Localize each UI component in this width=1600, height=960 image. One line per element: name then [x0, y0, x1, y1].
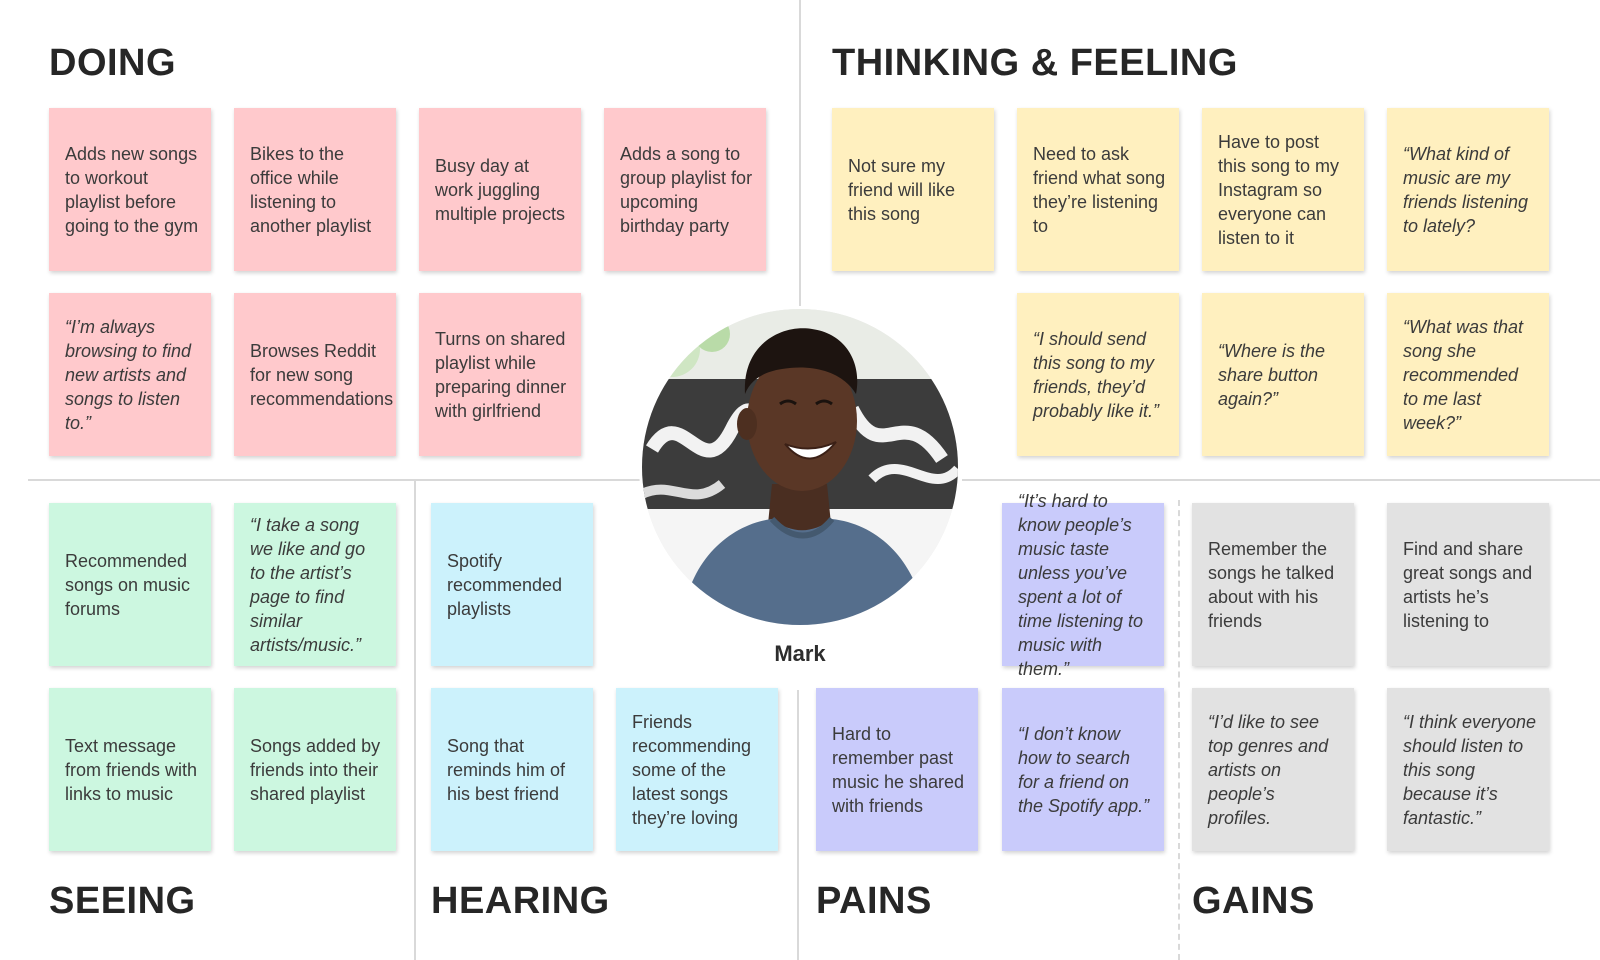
persona-photo [639, 306, 961, 628]
sticky-note-pains: Hard to remember past music he shared wi… [816, 688, 978, 851]
divider-hearing-pains [797, 690, 799, 960]
note-text: Spotify recommended playlists [447, 550, 563, 619]
note-text: “I’m always browsing to find new artists… [65, 316, 192, 433]
sticky-note-gains: Find and share great songs and artists h… [1387, 503, 1549, 666]
note-text: Friends recommending some of the latest … [632, 711, 752, 828]
sticky-note-thinking-feeling: “I should send this song to my friends, … [1017, 293, 1179, 456]
sticky-note-gains: “I’d like to see top genres and artists … [1192, 688, 1354, 851]
sticky-note-gains: Remember the songs he talked about with … [1192, 503, 1354, 666]
sticky-note-thinking-feeling: Have to post this song to my Instagram s… [1202, 108, 1364, 271]
note-text: Text message from friends with links to … [65, 735, 198, 804]
note-text: Song that reminds him of his best friend [447, 735, 566, 804]
sticky-note-doing: Turns on shared playlist while preparing… [419, 293, 581, 456]
note-text: “It’s hard to know people’s music taste … [1018, 490, 1144, 679]
note-text: Need to ask friend what song they’re lis… [1033, 143, 1166, 236]
heading-thinking-feeling: THINKING & FEELING [832, 42, 1238, 84]
sticky-note-doing: Adds a song to group playlist for upcomi… [604, 108, 766, 271]
note-text: “Where is the share button again?” [1218, 340, 1326, 409]
note-text: Find and share great songs and artists h… [1403, 538, 1533, 631]
sticky-note-doing: Bikes to the office while listening to a… [234, 108, 396, 271]
sticky-note-gains: “I think everyone should listen to this … [1387, 688, 1549, 851]
sticky-note-hearing: Spotify recommended playlists [431, 503, 593, 666]
sticky-note-pains: “I don’t know how to search for a friend… [1002, 688, 1164, 851]
note-text: “I think everyone should listen to this … [1403, 711, 1537, 828]
note-text: Bikes to the office while listening to a… [250, 143, 372, 236]
note-text: “I don’t know how to search for a friend… [1018, 723, 1150, 816]
persona-name: Mark [774, 641, 826, 666]
note-text: Not sure my friend will like this song [848, 155, 956, 224]
sticky-note-thinking-feeling: Need to ask friend what song they’re lis… [1017, 108, 1179, 271]
note-text: “I take a song we like and go to the art… [250, 514, 366, 655]
divider-horizontal-right [962, 479, 1600, 481]
note-text: Adds a song to group playlist for upcomi… [620, 143, 753, 236]
sticky-note-seeing: “I take a song we like and go to the art… [234, 503, 396, 666]
note-text: Turns on shared playlist while preparing… [435, 328, 567, 421]
heading-hearing: HEARING [431, 880, 610, 922]
sticky-note-seeing: Text message from friends with links to … [49, 688, 211, 851]
sticky-note-seeing: Recommended songs on music forums [49, 503, 211, 666]
divider-vertical-top [799, 0, 801, 306]
heading-seeing: SEEING [49, 880, 196, 922]
note-text: Recommended songs on music forums [65, 550, 191, 619]
note-text: Have to post this song to my Instagram s… [1218, 131, 1340, 248]
sticky-note-doing: “I’m always browsing to find new artists… [49, 293, 211, 456]
divider-horizontal-left [28, 479, 640, 481]
note-text: Remember the songs he talked about with … [1208, 538, 1335, 631]
note-text: “What was that song she recommended to m… [1403, 316, 1524, 433]
sticky-note-thinking-feeling: “What was that song she recommended to m… [1387, 293, 1549, 456]
sticky-note-doing: Adds new songs to workout playlist befor… [49, 108, 211, 271]
sticky-note-doing: Browses Reddit for new song recommendati… [234, 293, 396, 456]
note-text: Busy day at work juggling multiple proje… [435, 155, 566, 224]
sticky-note-doing: Busy day at work juggling multiple proje… [419, 108, 581, 271]
note-text: “I should send this song to my friends, … [1033, 328, 1160, 421]
sticky-note-thinking-feeling: Not sure my friend will like this song [832, 108, 994, 271]
note-text: Songs added by friends into their shared… [250, 735, 381, 804]
divider-pains-gains-dashed [1178, 500, 1180, 960]
heading-doing: DOING [49, 42, 177, 84]
heading-pains: PAINS [816, 880, 932, 922]
note-text: Hard to remember past music he shared wi… [832, 723, 965, 816]
note-text: Adds new songs to workout playlist befor… [65, 143, 199, 236]
heading-gains: GAINS [1192, 880, 1315, 922]
sticky-note-thinking-feeling: “What kind of music are my friends liste… [1387, 108, 1549, 271]
sticky-note-hearing: Song that reminds him of his best friend [431, 688, 593, 851]
sticky-note-pains: “It’s hard to know people’s music taste … [1002, 491, 1164, 679]
sticky-note-hearing: Friends recommending some of the latest … [616, 688, 778, 851]
note-text: Browses Reddit for new song recommendati… [250, 340, 394, 409]
sticky-note-seeing: Songs added by friends into their shared… [234, 688, 396, 851]
divider-seeing-hearing [414, 480, 416, 960]
persona-illustration [642, 309, 958, 625]
note-text: “I’d like to see top genres and artists … [1208, 711, 1329, 828]
note-text: “What kind of music are my friends liste… [1403, 143, 1529, 236]
sticky-note-thinking-feeling: “Where is the share button again?” [1202, 293, 1364, 456]
